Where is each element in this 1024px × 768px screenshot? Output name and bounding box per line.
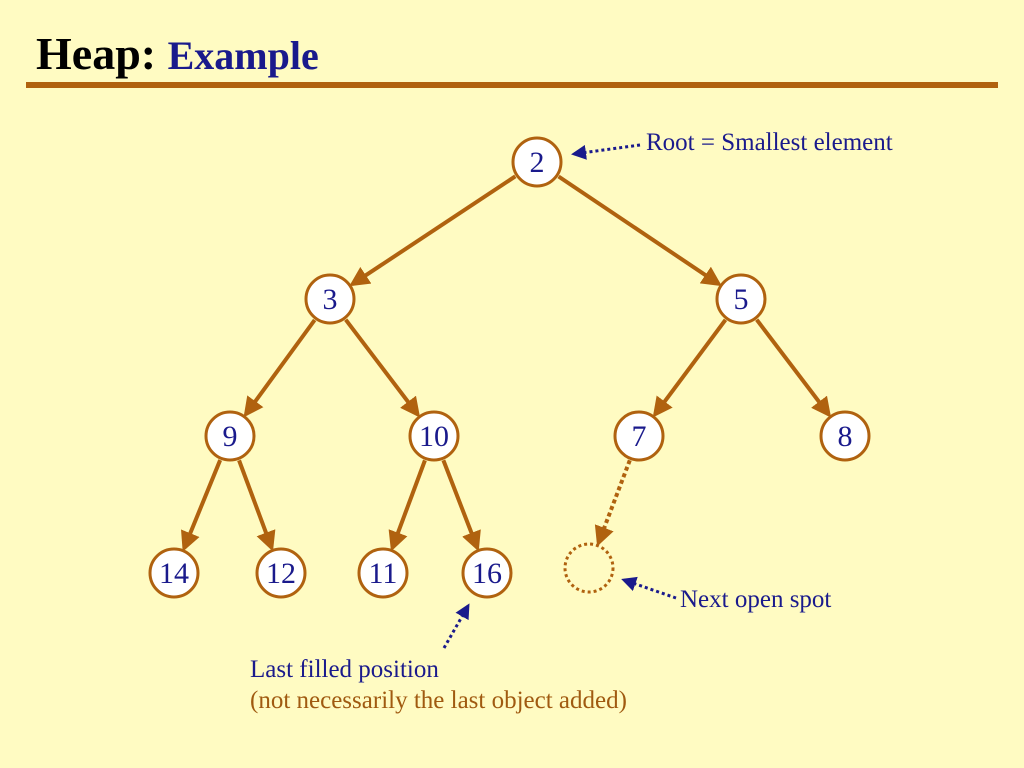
tree-edge-n10-n16 [441,459,481,552]
heap-node-value: 10 [419,420,449,453]
tree-edge-n5-n8 [755,318,832,418]
slide-title: Heap: Example [36,26,319,84]
heap-node-circle [408,410,460,462]
tree-edge-n2-n3 [349,174,517,287]
heap-node-value: 3 [323,283,338,316]
heap-node-value: 14 [159,557,189,590]
heap-node-14: 14 [148,547,200,599]
tree-edge-n9-n12 [237,459,276,552]
heap-node-9: 9 [204,410,256,462]
heap-node-value: 8 [838,420,853,453]
heap-node-circle [613,410,665,462]
heap-node-value: 12 [266,557,296,590]
last-filled-note: (not necessarily the last object added) [250,687,627,714]
next-open-annotation: Next open spot [680,586,832,613]
tree-edge-n5-n7 [652,318,728,418]
heap-node-value: 2 [530,146,545,179]
heap-node-value: 7 [632,420,647,453]
heap-node-7: 7 [613,410,665,462]
nodes-layer: 2 3 5 9 10 7 8 14 12 11 16 [148,136,871,599]
tree-edge-n3-n9 [243,318,317,418]
tree-edge-n3-n10 [344,318,421,418]
open-spot-edge [594,459,632,547]
next-open-pointer-arrow [621,576,677,600]
edges-layer [181,174,832,552]
annotation-arrows [442,143,677,649]
heap-node-16: 16 [461,547,513,599]
last-filled-pointer-arrow [442,603,470,649]
heap-node-circle [304,273,356,325]
heap-node-value: 16 [472,557,502,590]
root-pointer-arrow [571,143,641,160]
root-annotation: Root = Smallest element [646,129,893,156]
heap-node-12: 12 [255,547,307,599]
heap-node-circle [461,547,513,599]
heap-node-circle [255,547,307,599]
heap-node-value: 11 [369,557,398,590]
heap-node-circle [204,410,256,462]
open-spot-circle [563,542,615,594]
heap-node-circle [715,273,767,325]
heap-node-circle [511,136,563,188]
heap-node-11: 11 [357,547,409,599]
heap-node-3: 3 [304,273,356,325]
heap-node-8: 8 [819,410,871,462]
heap-node-10: 10 [408,410,460,462]
last-filled-annotation: Last filled position [250,656,439,683]
heap-node-value: 5 [734,283,749,316]
title-sub: Example [167,33,319,78]
heap-node-5: 5 [715,273,767,325]
title-divider [26,82,998,88]
heap-node-circle [148,547,200,599]
tree-edge-n9-n14 [181,459,223,552]
title-main: Heap: [36,28,157,79]
heap-node-circle [357,547,409,599]
tree-edge-n10-n11 [388,459,427,552]
heap-node-2: 2 [511,136,563,188]
heap-node-circle [819,410,871,462]
heap-node-value: 9 [223,420,238,453]
tree-edge-n2-n5 [557,174,722,287]
